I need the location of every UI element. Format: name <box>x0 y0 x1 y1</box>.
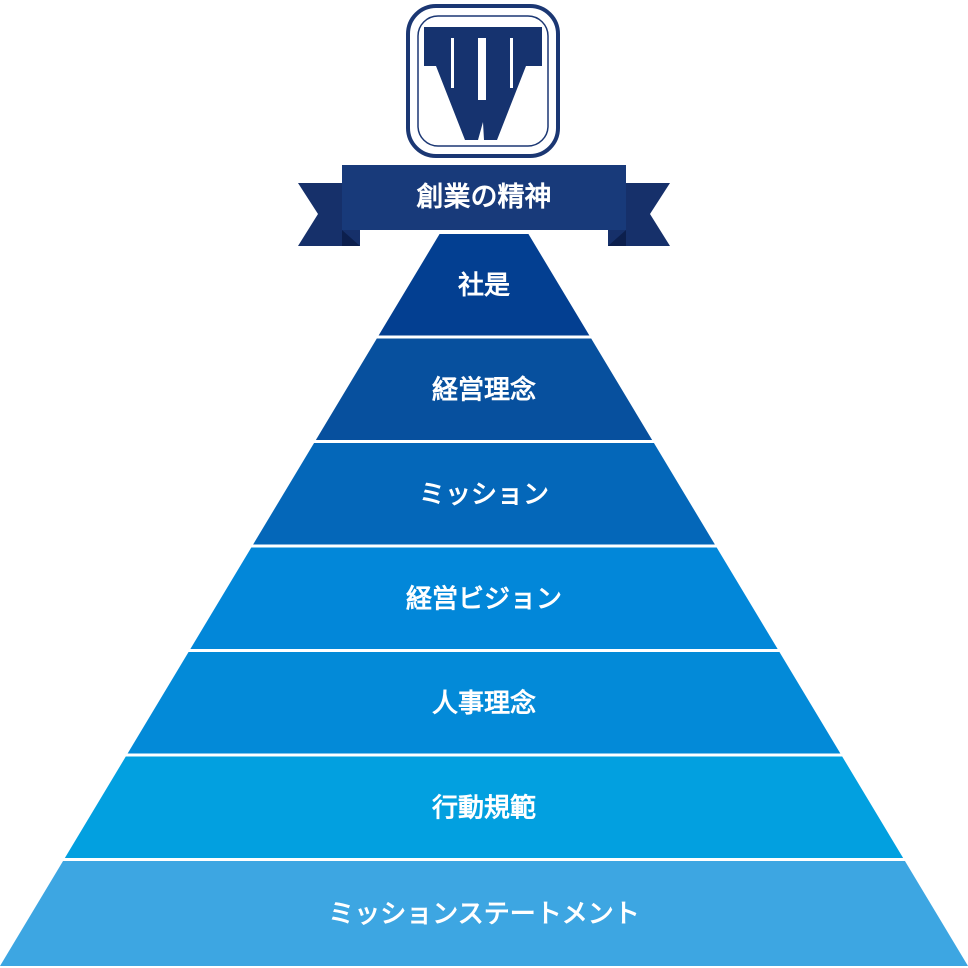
pyramid-tier-label-3: ミッション <box>419 480 549 510</box>
pyramid-tier-label-2: 経営理念 <box>432 374 536 405</box>
w-emblem-icon <box>424 27 542 140</box>
ribbon-label: 創業の精神 <box>417 182 552 213</box>
company-logo <box>406 4 560 158</box>
ribbon-banner: 創業の精神 <box>298 165 670 246</box>
ribbon-face <box>342 165 626 230</box>
ribbon-right-fold <box>608 230 626 246</box>
pyramid-tier-label-7: ミッションステートメント <box>328 900 639 930</box>
pyramid-tier-2 <box>315 338 653 440</box>
pyramid-tier-label-4: 経営ビジョン <box>406 583 562 614</box>
pyramid-tier-6 <box>64 756 904 858</box>
pyramid-tier-1 <box>378 234 590 336</box>
pyramid-tier-label-6: 行動規範 <box>431 792 536 823</box>
pyramid-tier-label-5: 人事理念 <box>432 688 536 719</box>
pyramid-tier-3 <box>253 443 715 545</box>
pyramid-tier-5 <box>127 652 841 754</box>
pyramid-tier-4 <box>190 547 778 649</box>
pyramid-tier-7 <box>0 861 968 966</box>
pyramid-tier-label-1: 社是 <box>458 270 510 301</box>
ribbon-left-fold <box>342 230 360 246</box>
